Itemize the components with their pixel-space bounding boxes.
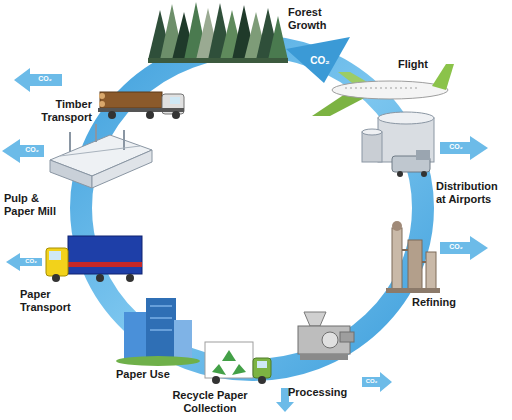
office-buildings: [150, 318, 172, 319]
paper-truck: [49, 251, 61, 260]
refinery: [386, 221, 440, 293]
stage-label: Paper Use: [116, 368, 192, 381]
paper-truck: [96, 274, 104, 282]
recycle-truck: [205, 342, 253, 378]
forest-trees: [148, 2, 288, 63]
forest-trees: [148, 58, 288, 63]
fuel-depot: [362, 132, 382, 162]
recycle-truck: [253, 358, 271, 378]
refinery: [402, 249, 408, 251]
fuel-depot: [397, 171, 403, 177]
refinery: [408, 240, 422, 290]
timber-truck: [99, 101, 105, 107]
emission-label: CO₂: [308, 55, 332, 67]
paper-truck: [68, 262, 142, 267]
recycle-truck: [258, 376, 266, 384]
paper-mill: [95, 124, 97, 142]
fuel-depot: [378, 118, 434, 162]
stage-label: Timber Transport: [26, 98, 92, 123]
timber-truck: [170, 97, 180, 104]
stage-label: Pulp & Paper Mill: [4, 192, 68, 217]
paper-truck: [126, 274, 134, 282]
fuel-depot: [378, 112, 434, 124]
office-buildings: [150, 330, 172, 331]
emission-arrow: [14, 68, 62, 92]
paper-truck: [46, 248, 68, 276]
refinery: [426, 252, 436, 290]
paper-mill: [92, 150, 152, 188]
recycle-truck: [232, 364, 246, 375]
fuel-depot: [362, 129, 382, 135]
paper-mill: [60, 146, 140, 156]
airplane: [312, 64, 454, 116]
emission-label: CO₂: [442, 243, 470, 250]
emission-label: CO₂: [20, 146, 44, 153]
recycle-truck: [222, 350, 236, 361]
office-buildings: [150, 306, 172, 307]
office-buildings: [116, 356, 200, 366]
stage-label: Recycle Paper Collection: [162, 389, 258, 414]
emission-arrow: [440, 236, 488, 260]
refinery: [422, 261, 426, 263]
office-buildings: [116, 298, 200, 366]
timber-truck: [100, 92, 162, 108]
refinery: [392, 228, 402, 290]
emission-label: CO₂: [362, 378, 381, 384]
recycle-truck: [212, 376, 220, 384]
office-buildings: [124, 312, 148, 360]
emission-label: CO₂: [20, 258, 42, 264]
stage-label: Flight: [398, 58, 458, 71]
timber-truck: [146, 111, 154, 119]
refinery: [386, 288, 440, 293]
timber-truck: [172, 111, 180, 119]
stage-label: Processing: [288, 386, 360, 399]
timber-truck: [98, 92, 184, 119]
fuel-depot: [421, 171, 427, 177]
recycle-truck: [257, 361, 267, 368]
paper-truck: [46, 236, 142, 282]
emission-arrow: [6, 253, 42, 271]
office-buildings: [174, 320, 192, 360]
emission-arrow: [440, 136, 488, 160]
cycle-arrowhead: [286, 37, 350, 83]
timber-truck: [99, 93, 105, 99]
fuel-depot: [362, 112, 434, 177]
stage-label: Refining: [412, 296, 474, 309]
airplane: [345, 88, 420, 89]
paper-mill: [123, 130, 125, 150]
emission-arrow: [2, 68, 488, 412]
refinery: [392, 221, 402, 231]
stage-label: Paper Transport: [20, 288, 82, 313]
paper-mill: [69, 132, 71, 152]
office-buildings: [146, 298, 176, 360]
airplane: [432, 64, 454, 90]
oil-press: [340, 332, 354, 342]
oil-press: [322, 332, 338, 348]
emission-label: CO₂: [442, 143, 470, 150]
oil-press: [300, 354, 348, 360]
fuel-depot: [416, 150, 430, 160]
paper-mill: [50, 160, 92, 188]
emission-arrow: [362, 372, 392, 392]
airplane: [332, 81, 448, 99]
recycle-truck: [205, 342, 271, 384]
timber-truck: [108, 111, 116, 119]
paper-mill: [50, 124, 152, 188]
recycle-truck: [212, 364, 226, 375]
emission-label: CO₂: [30, 75, 60, 82]
cycle-arrowhead: [286, 37, 350, 83]
paper-truck: [52, 274, 60, 282]
oil-press: [298, 312, 354, 360]
paper-truck: [68, 236, 142, 274]
stage-label: Distribution at Airports: [436, 180, 508, 205]
emission-arrow: [2, 139, 44, 163]
forest-trees: [268, 16, 288, 60]
oil-press: [304, 312, 326, 326]
stage-label: Forest Growth: [288, 6, 348, 31]
